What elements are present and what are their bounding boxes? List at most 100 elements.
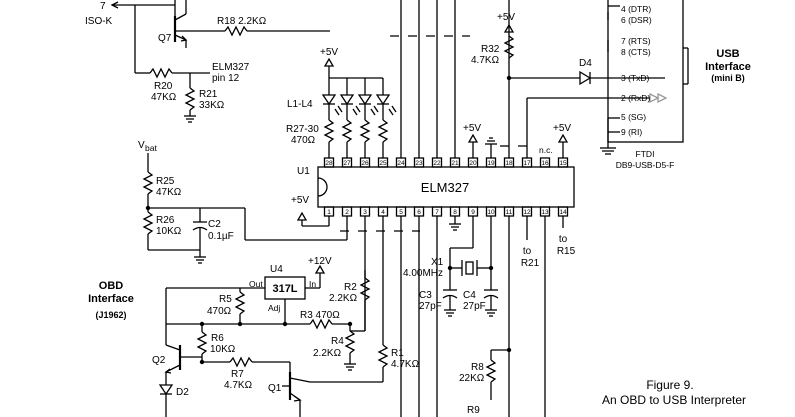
vbat-divider: V bat R25 47KΩ R26 10KΩ C2 0.1µF +5V [138,140,348,264]
pin1-supply-label: +5V [291,195,309,206]
u1-bottom-pin-1: 1 [327,209,331,216]
r21-value: 33KΩ [199,100,225,111]
db9-pin-ri: 9 (RI) [621,127,642,137]
obd-section: OBD Interface (J1962) 317L U4 Out In Adj… [88,256,420,417]
led-bank: +5V L1-L4 [286,47,397,158]
r32-value: 4.7KΩ [471,55,500,66]
r32-name: R32 [481,44,500,55]
c2-name: C2 [208,219,221,230]
u1-top-pin-25: 25 [379,160,387,167]
u1-bottom-pin-4: 4 [381,209,385,216]
u4-chip-label: 317L [272,283,297,295]
u1-top-pin-26: 26 [361,160,369,167]
r4-value: 2.2KΩ [313,348,342,359]
led-l4 [375,94,397,116]
db9-brand: FTDI [636,149,655,159]
r20-name: R20 [154,81,173,92]
pin15-supply-label: +5V [553,123,571,134]
elm-pin-line2: pin 12 [212,73,240,84]
v12-label: +12V [308,256,332,267]
obd-title-line3: (J1962) [95,310,126,320]
r8-value: 22KΩ [459,373,485,384]
iso-k-section: 7 ISO-K Q7 R18 2.2KΩ R20 47KΩ ELM327 pin… [85,0,330,123]
usb-title-line2: Interface [705,61,751,73]
to-r21-name: R21 [521,258,540,269]
u1-bottom-pin-8: 8 [453,209,457,216]
u1-top-pin-17: 17 [523,160,531,167]
q7-transistor [173,0,200,48]
r5-value: 470Ω [207,306,232,317]
u1-bottom-pin-9: 9 [471,209,475,216]
u1-bottom-pin-12: 12 [523,209,531,216]
u1-bottom-pin-11: 11 [506,209,513,216]
obd-title-line1: OBD [99,280,124,292]
r2-name: R2 [344,282,357,293]
elm-pin-line1: ELM327 [212,62,250,73]
r1-name: R1 [391,348,404,359]
r1-value: 4.7KΩ [391,359,420,370]
d4-label: D4 [579,58,592,69]
db9-pin-dtr: 4 (DTR) [621,4,651,14]
r27-30-value: 470Ω [291,135,316,146]
r32-supply-label: +5V [497,12,515,23]
u1-top-pin-27: 27 [343,160,351,167]
r8-name: R8 [471,362,484,373]
u1-top-pin-23: 23 [415,160,423,167]
r32-section: +5V R32 4.7KΩ D4 [471,12,668,104]
q1-label: Q1 [268,383,282,394]
usb-title-line3: (mini B) [711,73,745,83]
r18-label: R18 2.2KΩ [217,16,267,27]
iso-pin-number: 7 [100,1,106,12]
db9-usb-connector: 4 (DTR) 6 (DSR) 7 (RTS) 8 (CTS) 3 (TxD) … [600,0,751,170]
db9-pin-cts: 8 (CTS) [621,47,651,57]
db9-pin-rts: 7 (RTS) [621,36,651,46]
c4-name: C4 [463,290,476,301]
r5-name: R5 [219,294,232,305]
r6-name: R6 [211,333,224,344]
x1-value: 4.00MHz [403,268,443,279]
u1-bottom-pin-7: 7 [435,209,439,216]
u1-bottom-pin-6: 6 [417,209,421,216]
c3-value: 27pF [419,301,442,312]
q7-label: Q7 [158,33,172,44]
pin20-supply-label: +5V [463,123,481,134]
u1-top-pin-box-28 [323,157,335,168]
u1-top-pin-16: 16 [541,160,549,167]
vbat-v: V [138,140,145,151]
u1-top-pin-20: 20 [469,160,477,167]
u1-bottom-pin-2: 2 [345,209,349,216]
u1-top-pin-box-26 [359,157,371,168]
u1-top-pin-22: 22 [433,160,441,167]
u1-chip-label: ELM327 [421,180,469,195]
u1-top-pin-28: 28 [325,160,333,167]
r21-name: R21 [199,89,218,100]
iso-k-label: ISO-K [85,16,113,27]
db9-pin-rxd: 2 (RxD) [621,93,650,103]
r26-name: R26 [156,215,175,226]
led-supply-label: +5V [320,47,338,58]
db9-pin-dsr: 6 (DSR) [621,15,652,25]
obd-title-line2: Interface [88,293,134,305]
nc-label: n.c. [539,145,553,155]
u1-top-connections: +5V +5V n.c. [390,0,571,158]
db9-pin-sg: 5 (SG) [621,112,646,122]
c3-name: C3 [419,290,432,301]
r25-name: R25 [156,176,175,187]
to-r15-to: to [559,234,568,245]
c4-value: 27pF [463,301,486,312]
to-r15-name: R15 [557,246,576,257]
r6-value: 10KΩ [210,344,236,355]
u1-top-pin-19: 19 [487,160,495,167]
u1-top-pin-15: 15 [559,160,567,167]
leds-label: L1-L4 [287,99,313,110]
to-r21-to: to [523,246,532,257]
u1-bottom-pin-3: 3 [363,209,367,216]
r2-value: 2.2KΩ [329,293,358,304]
u1-top-pin-18: 18 [505,160,513,167]
db9-model: DB9-USB-D5-F [616,160,675,170]
u1-top-pin-box-16 [539,157,551,168]
